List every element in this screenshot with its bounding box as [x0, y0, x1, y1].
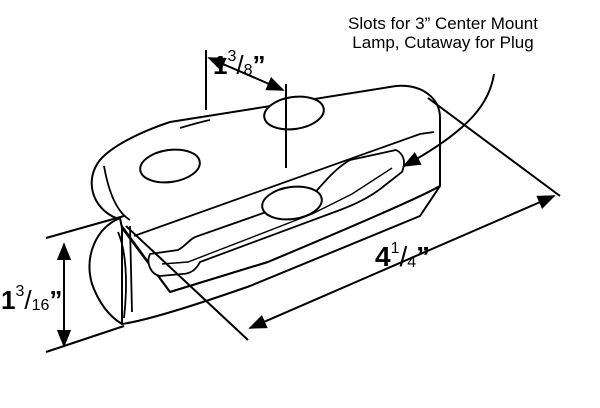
callout-note: Slots for 3” Center Mount Lamp, Cutaway …: [312, 14, 574, 52]
slot-spacing-label: 13/8”: [213, 48, 266, 80]
callout-leader: [402, 73, 495, 167]
length-label: 41/4”: [375, 240, 431, 272]
length-arrow: [248, 195, 556, 329]
slot-spacing-arrow: [207, 57, 285, 91]
bracket-detail-lines: [103, 119, 435, 319]
slot-hole-1: [139, 148, 201, 184]
callout-line-1: Slots for 3” Center Mount: [348, 14, 538, 33]
callout-line-2: Lamp, Cutaway for Plug: [352, 33, 534, 52]
height-label: 13/16”: [1, 283, 63, 315]
dimension-lines: [45, 50, 561, 353]
slot-hole-2: [263, 95, 325, 131]
front-rounded-end: [88, 217, 123, 325]
